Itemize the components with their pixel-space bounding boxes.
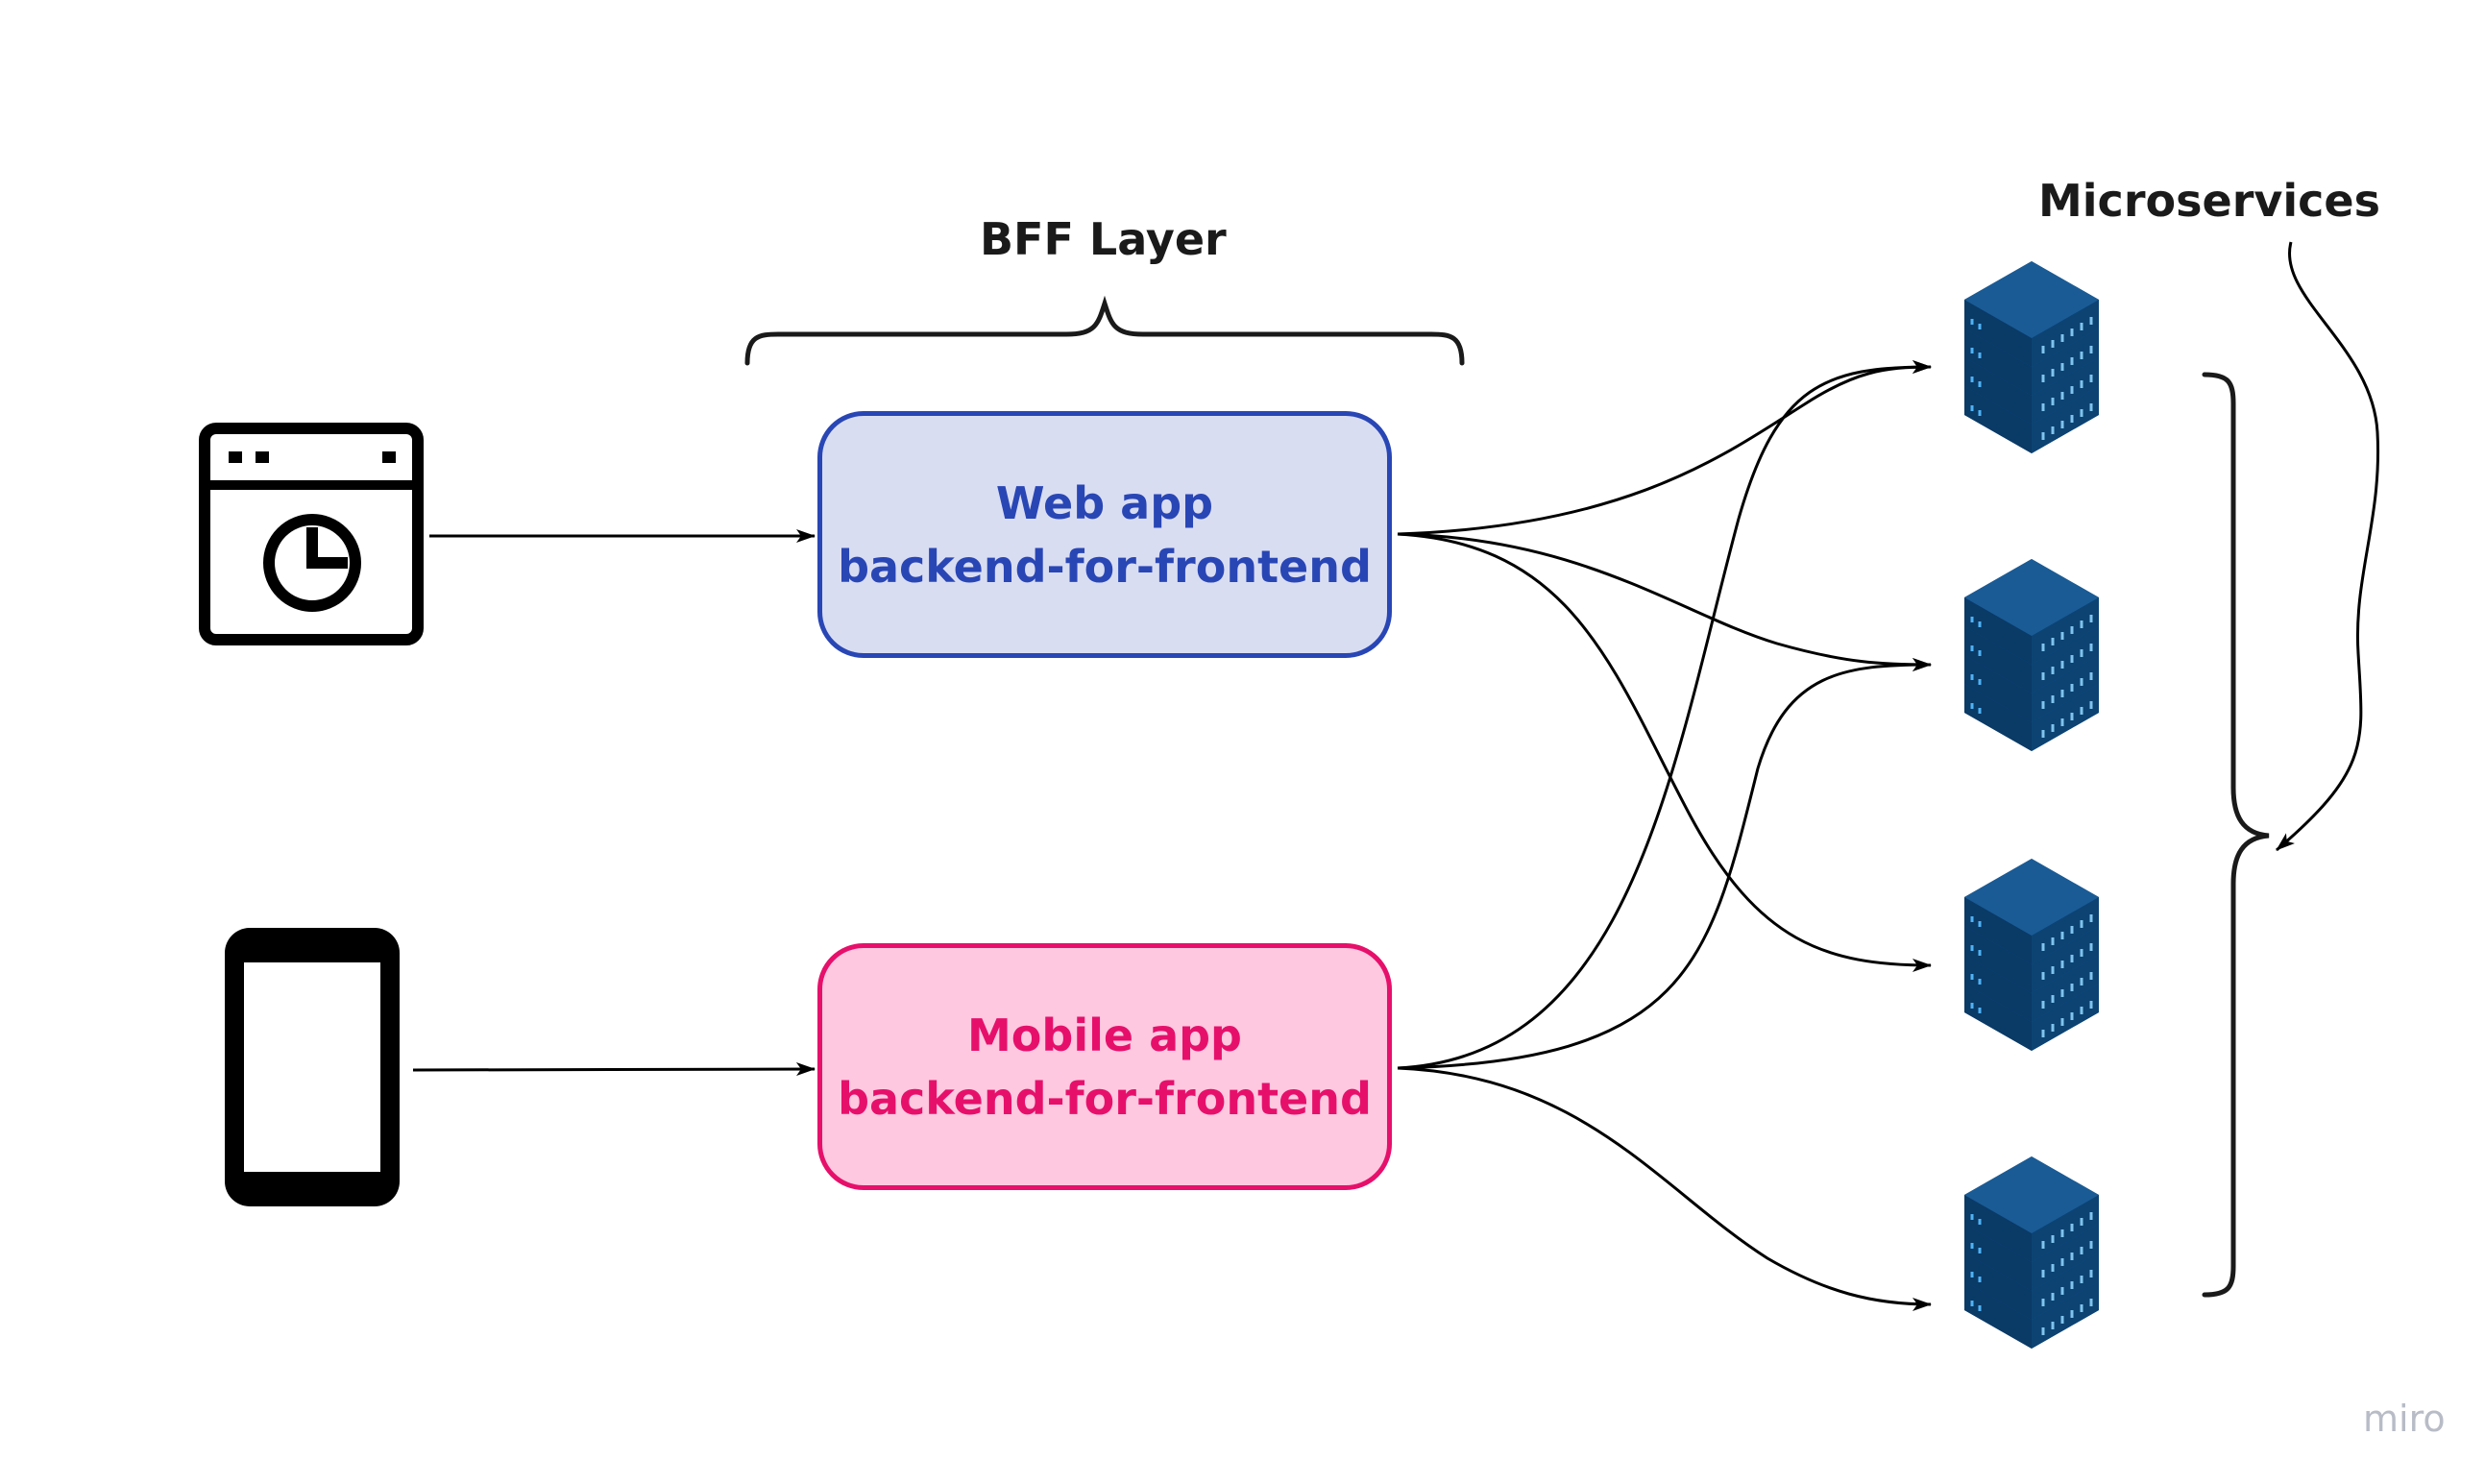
arrow-mobile-bff-to-service-4 <box>1397 1066 1932 1311</box>
server-stack-icon <box>1962 1155 2101 1350</box>
arrow-web-bff-to-service-1 <box>1397 360 1932 536</box>
bff-layer-brace <box>744 295 1465 366</box>
arrow-mobile-client-to-mobile-bff <box>412 1062 816 1077</box>
web-bff-title: Web app <box>995 476 1214 529</box>
arrow-mobile-bff-to-service-1 <box>1397 360 1932 1070</box>
browser-window-icon <box>199 423 424 645</box>
mobile-bff-subtitle: backend-for-frontend <box>838 1072 1372 1125</box>
web-bff-node[interactable]: Web app backend-for-frontend <box>817 411 1392 658</box>
microservices-brace <box>2202 372 2270 1298</box>
miro-watermark: miro <box>2363 1398 2446 1440</box>
arrow-mobile-bff-to-service-2 <box>1397 658 1932 1070</box>
arrow-web-bff-to-service-3 <box>1397 532 1932 972</box>
microservices-label: Microservices <box>2038 175 2380 227</box>
smartphone-icon <box>225 928 400 1206</box>
server-stack-icon <box>1962 857 2101 1053</box>
mobile-bff-node[interactable]: Mobile app backend-for-frontend <box>817 943 1392 1190</box>
microservices-pointer <box>2276 241 2380 852</box>
web-bff-subtitle: backend-for-frontend <box>838 540 1372 593</box>
server-stack-icon <box>1962 259 2101 455</box>
mobile-bff-title: Mobile app <box>967 1009 1242 1061</box>
bff-layer-label: BFF Layer <box>980 213 1227 265</box>
arrow-web-bff-to-service-2 <box>1397 532 1932 671</box>
server-stack-icon <box>1962 557 2101 753</box>
